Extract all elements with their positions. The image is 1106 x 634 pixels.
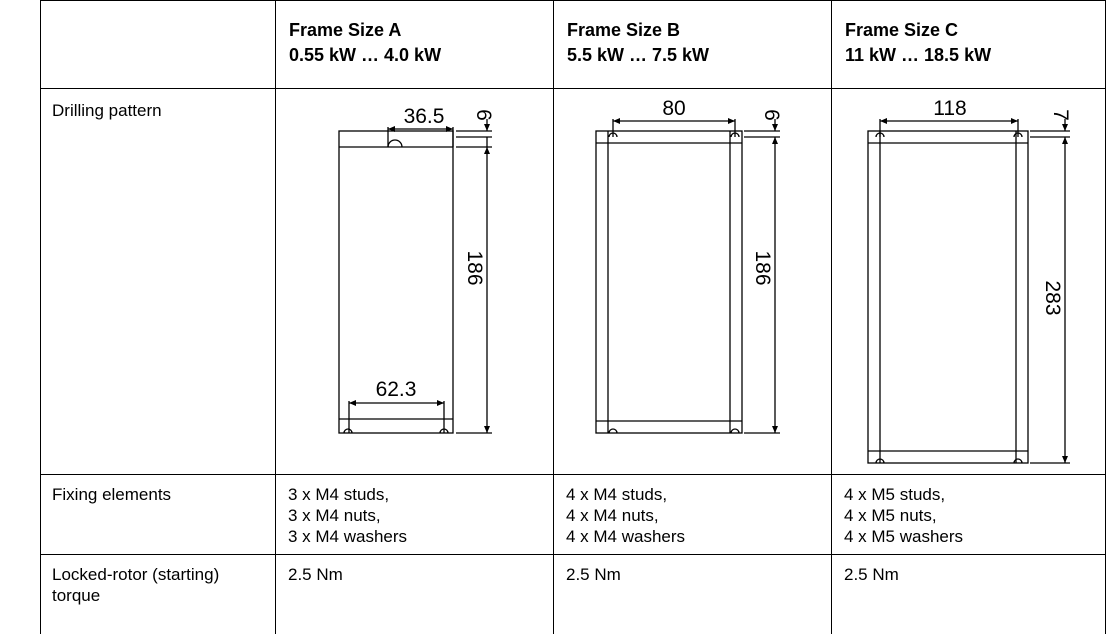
row-separator-1 xyxy=(40,474,1106,475)
fixing-line: 4 x M4 washers xyxy=(566,527,686,546)
header-frame-c-title: Frame Size C xyxy=(845,20,959,40)
header-frame-b-power: 5.5 kW … 7.5 kW xyxy=(567,45,710,65)
torque-frame-b: 2.5 Nm xyxy=(566,565,621,584)
header-frame-c: Frame Size C 11 kW … 18.5 kW xyxy=(845,18,991,68)
column-separator-1 xyxy=(275,0,276,634)
column-separator-3 xyxy=(831,0,832,634)
frame-a-offset-label: 6 xyxy=(472,109,495,121)
row-label-locked-rotor-torque: Locked-rotor (starting) torque xyxy=(52,564,219,606)
table-border-top xyxy=(40,0,1106,1)
torque-frame-c: 2.5 Nm xyxy=(844,565,899,584)
frame-b-offset-label: 6 xyxy=(760,109,783,121)
torque-label-line-2: torque xyxy=(52,586,101,605)
row-label-drilling-pattern: Drilling pattern xyxy=(52,101,162,120)
frame-c-height-label: 283 xyxy=(1041,280,1064,315)
fixing-elements-frame-b: 4 x M4 studs, 4 x M4 nuts, 4 x M4 washer… xyxy=(566,484,685,547)
frame-c-width-top-label: 118 xyxy=(933,97,966,120)
frame-b-width-top-label: 80 xyxy=(662,97,685,120)
column-separator-2 xyxy=(553,0,554,634)
torque-label-line-1: Locked-rotor (starting) xyxy=(52,565,220,584)
header-frame-b: Frame Size B 5.5 kW … 7.5 kW xyxy=(567,18,709,68)
frame-a-height-label: 186 xyxy=(463,250,486,285)
header-frame-a-power: 0.55 kW … 4.0 kW xyxy=(289,45,442,65)
fixing-line: 4 x M5 washers xyxy=(844,527,964,546)
fixing-line: 3 x M4 nuts, xyxy=(288,506,381,525)
fixing-elements-frame-a: 3 x M4 studs, 3 x M4 nuts, 3 x M4 washer… xyxy=(288,484,407,547)
header-separator xyxy=(40,88,1106,89)
fixing-line: 3 x M4 washers xyxy=(288,527,408,546)
fixing-elements-frame-c: 4 x M5 studs, 4 x M5 nuts, 4 x M5 washer… xyxy=(844,484,963,547)
header-frame-a: Frame Size A 0.55 kW … 4.0 kW xyxy=(289,18,441,68)
frame-c-offset-label: 7 xyxy=(1049,109,1072,121)
fixing-line: 4 x M4 nuts, xyxy=(566,506,659,525)
frame-b-height-label: 186 xyxy=(751,250,774,285)
fixing-line: 4 x M5 nuts, xyxy=(844,506,937,525)
frame-a-width-bottom-label: 62.3 xyxy=(376,378,417,401)
header-frame-b-title: Frame Size B xyxy=(567,20,681,40)
drilling-pattern-frame-b: 80 6 186 xyxy=(595,97,783,434)
row-label-fixing-elements: Fixing elements xyxy=(52,485,172,504)
torque-frame-a: 2.5 Nm xyxy=(288,565,343,584)
frame-a-width-top-label: 36.5 xyxy=(404,105,445,128)
fixing-line: 4 x M5 studs, xyxy=(844,485,946,504)
fixing-line: 3 x M4 studs, xyxy=(288,485,390,504)
drilling-pattern-frame-c: 118 7 283 xyxy=(867,97,1072,464)
fixing-line: 4 x M4 studs, xyxy=(566,485,668,504)
drilling-pattern-frame-a: 36.5 6 186 62.3 xyxy=(338,105,495,434)
row-separator-2 xyxy=(40,554,1106,555)
header-frame-a-title: Frame Size A xyxy=(289,20,402,40)
table-border-left xyxy=(40,0,41,634)
header-frame-c-power: 11 kW … 18.5 kW xyxy=(845,45,992,65)
